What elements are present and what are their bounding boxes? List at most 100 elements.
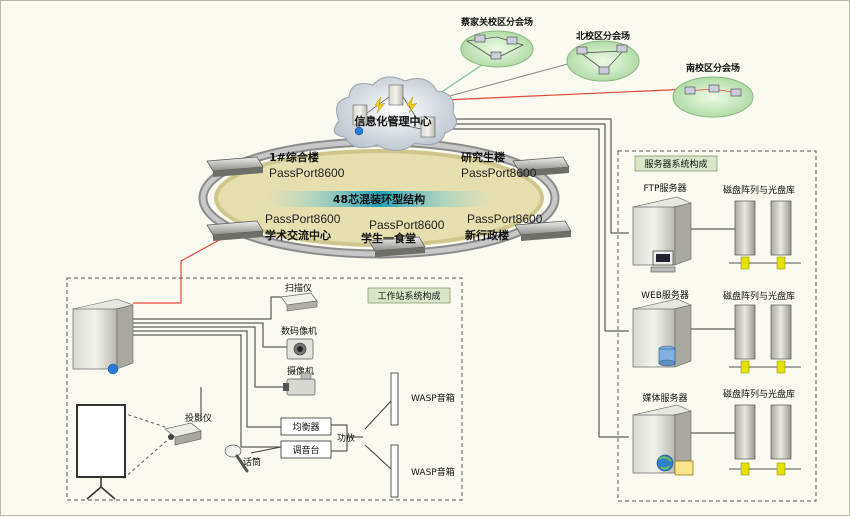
mixer-box	[280, 440, 332, 459]
link-center-south	[420, 88, 692, 102]
pc-icon	[684, 86, 696, 95]
link-eq-mixer-amp	[331, 424, 348, 452]
lightning-icon	[406, 96, 418, 114]
model-xueshu: PassPort8600	[265, 212, 341, 226]
camcorder-icon	[283, 372, 316, 396]
link-ws-camera	[133, 322, 287, 348]
center-server-icon	[420, 116, 436, 138]
disk-array-icon	[770, 200, 792, 256]
label-xingzheng: 新行政楼	[465, 228, 509, 242]
workstation-server-icon	[71, 298, 135, 375]
switch-xingzheng: PassPort8600 新行政楼	[465, 212, 572, 242]
speaker-top-label: WASP音箱	[411, 392, 455, 404]
link-mic-mixer	[250, 446, 282, 454]
projector-beam	[122, 412, 172, 480]
link-amp-speaker-top	[364, 400, 392, 430]
projector-icon	[164, 422, 202, 446]
campus-north-node: 北校区分会场	[566, 30, 640, 82]
globe-icon	[354, 126, 364, 136]
link-center-media	[441, 128, 629, 438]
model-zonghelou: PassPort8600	[269, 166, 345, 180]
disk-array-icon	[734, 304, 756, 360]
pc-icon	[490, 51, 502, 60]
pc-icon	[598, 66, 610, 75]
label-shitang: 学生一食堂	[361, 231, 416, 245]
storage-label-1: 磁盘阵列与光盘库	[723, 184, 795, 196]
model-xingzheng: PassPort8600	[467, 212, 543, 226]
campus-caijiaguan-label: 蔡家关校区分会场	[460, 16, 533, 28]
storage-web: 磁盘阵列与光盘库	[723, 290, 801, 374]
scanner-icon	[280, 292, 318, 312]
link-center-ftp	[441, 118, 629, 234]
link-center-north	[445, 58, 587, 98]
speaker-bottom-icon	[390, 444, 399, 498]
center-label: 信息化管理中心	[355, 114, 432, 128]
camera-label: 数码像机	[281, 325, 317, 337]
workstation-system-box: 工作站系统构成 扫描仪 数码像机 摄像机	[66, 277, 463, 501]
storage-label-3: 磁盘阵列与光盘库	[723, 388, 795, 400]
disk-array-icon	[734, 404, 756, 460]
campus-south-label: 南校区分会场	[686, 62, 740, 74]
pc-icon	[474, 34, 486, 43]
link-ws-camcorder	[133, 326, 287, 388]
ftp-server-label: FTP服务器	[644, 182, 687, 194]
equalizer-box	[280, 417, 332, 436]
storage-ftp: 磁盘阵列与光盘库	[723, 184, 801, 270]
lightning-icon	[374, 96, 386, 114]
label-zonghelou: 1#综合楼	[269, 150, 319, 164]
mixer-label: 调音台	[292, 444, 319, 456]
projector-label: 投影仪	[185, 412, 212, 424]
disk-array-icon	[770, 404, 792, 460]
link-ws-scanner	[133, 296, 281, 320]
model-shitang: PassPort8600	[369, 218, 445, 232]
switch-shitang: PassPort8600 学生一食堂	[361, 218, 445, 257]
campus-south-node: 南校区分会场	[672, 62, 754, 118]
center-server-icon	[388, 84, 404, 106]
speaker-bottom-label: WASP音箱	[411, 466, 455, 478]
folder-icon	[674, 460, 694, 476]
scanner-label: 扫描仪	[285, 282, 312, 294]
switch-zonghelou: 1#综合楼 PassPort8600	[206, 150, 345, 180]
disk-array-icon	[770, 304, 792, 360]
disk-array-icon	[734, 200, 756, 256]
pc-icon	[506, 36, 518, 45]
web-server-label: WEB服务器	[641, 289, 689, 301]
storage-media: 磁盘阵列与光盘库	[723, 388, 801, 476]
link-amp-speaker-bottom	[364, 444, 392, 470]
pc-icon	[730, 88, 742, 97]
campus-north-label: 北校区分会场	[576, 30, 630, 42]
link-center-web	[441, 123, 629, 332]
pc-icon	[616, 44, 628, 53]
workstation-box-title: 工作站系统构成	[377, 290, 440, 302]
server-box-title: 服务器系统构成	[644, 158, 707, 170]
ftp-server-icon	[632, 196, 692, 273]
label-xueshu: 学术交流中心	[265, 228, 331, 242]
media-server-label: 媒体服务器	[642, 392, 687, 404]
label-yanjiushenglou: 研究生楼	[461, 150, 505, 164]
center-server-icon	[352, 104, 368, 126]
speaker-top-icon	[390, 372, 399, 426]
pc-icon	[576, 46, 588, 55]
links	[122, 58, 736, 480]
switch-yanjiushenglou: 研究生楼 PassPort8600	[461, 150, 570, 180]
center-cloud: 信息化管理中心	[333, 76, 458, 151]
ring-label: 48芯混装环型结构	[333, 192, 425, 206]
link-ws-equalizer	[133, 330, 281, 428]
ring-switches: 1#综合楼 PassPort8600 研究生楼 PassPort8600 Pas…	[206, 150, 572, 257]
server-system-box: 服务器系统构成 FTP服务器 WEB服务器 媒体服务器	[617, 150, 817, 502]
amp-label: 功放	[337, 432, 355, 444]
pc-icon	[708, 84, 720, 93]
switch-xueshu: PassPort8600 学术交流中心	[206, 212, 341, 242]
microphone-icon	[224, 444, 249, 473]
camera-icon	[286, 338, 314, 360]
projection-screen-icon	[76, 404, 126, 500]
campus-caijiaguan-node: 蔡家关校区分会场	[460, 16, 534, 68]
storage-label-2: 磁盘阵列与光盘库	[723, 290, 795, 302]
model-yanjiushenglou: PassPort8600	[461, 166, 537, 180]
ring-banner	[263, 191, 496, 207]
link-ws-mixer	[133, 334, 281, 448]
web-server-icon	[632, 298, 692, 368]
media-server-icon	[632, 404, 694, 476]
